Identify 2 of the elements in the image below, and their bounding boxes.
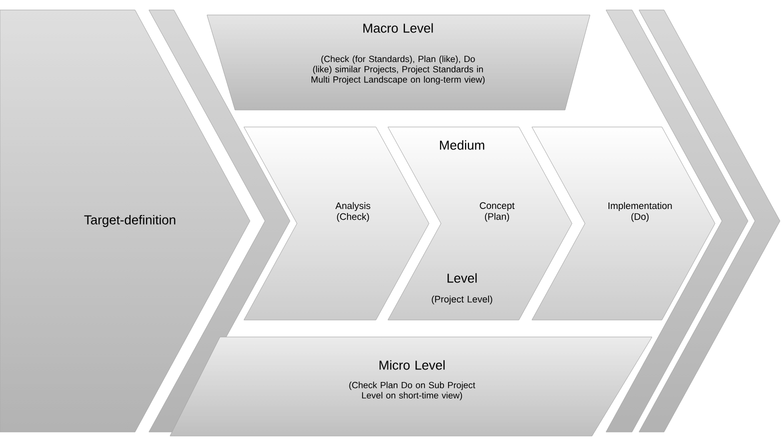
level-band: Macro Level (Check (for Standards), Plan (like), Do (like) similar Projects, Project Standards in Multi Project Landscape on long-term view) — [206, 14, 590, 110]
level-band: Micro Level (Check Plan Do on Sub Project Level on short-time view) — [170, 336, 652, 436]
